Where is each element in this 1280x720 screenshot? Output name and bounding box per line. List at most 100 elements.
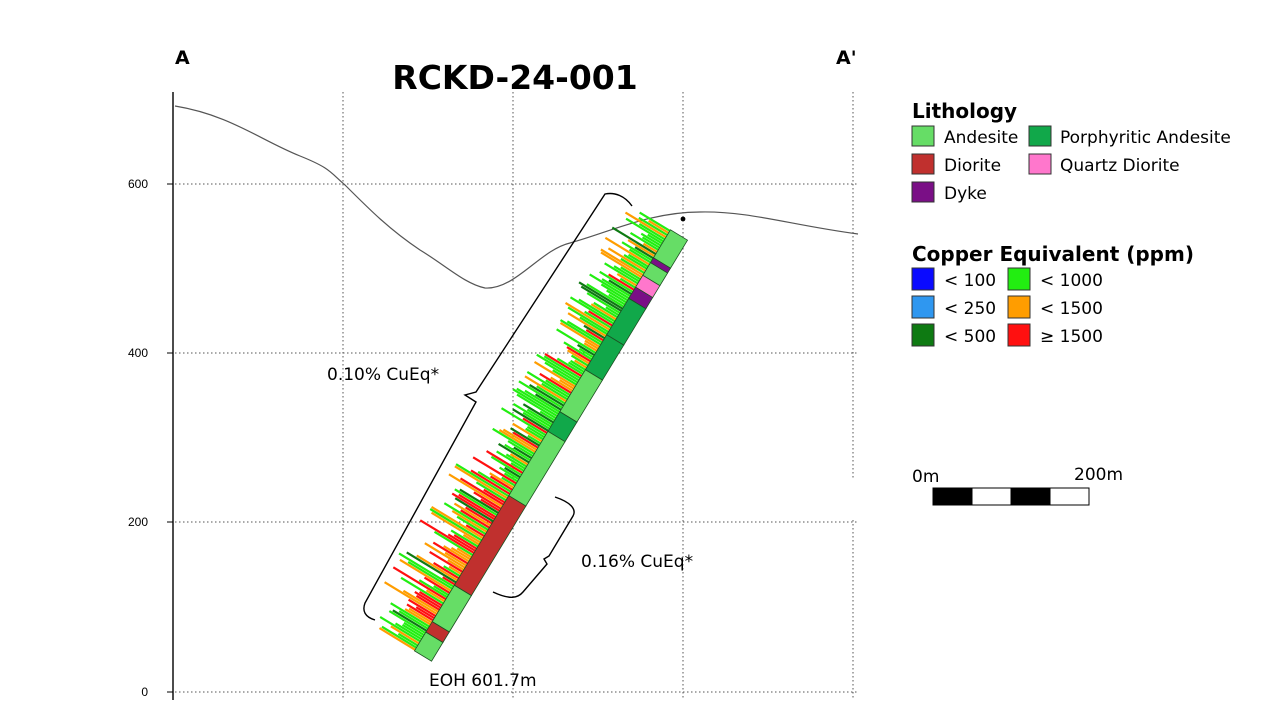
- cueq-bar: [465, 524, 485, 538]
- cueq-bar: [492, 427, 535, 455]
- lithology-legend: Lithology Andesite Porphyritic Andesite …: [911, 99, 1231, 204]
- upper-interval-label: 0.10% CuEq*: [327, 365, 439, 385]
- cueq-bar: [578, 347, 594, 359]
- cueq-bar: [606, 289, 627, 304]
- legend-swatch-cueq-100: [911, 267, 935, 291]
- cueq-bar: [458, 493, 497, 519]
- cueq-bar: [638, 222, 666, 241]
- interval-brace-lower: [492, 496, 575, 598]
- legend-swatch-diorite: [911, 153, 935, 175]
- cueq-bar: [526, 371, 570, 399]
- cueq-bar: [584, 339, 599, 350]
- cueq-bar: [522, 403, 554, 424]
- section-end-label: A': [836, 47, 857, 69]
- cueq-bar: [459, 477, 504, 506]
- legend-label-cueq-gte1500: ≥ 1500: [1040, 327, 1103, 347]
- cueq-bar: [566, 346, 592, 363]
- cueq-bar: [544, 352, 583, 378]
- cueq-bar: [559, 322, 600, 348]
- cueq-bar: [456, 547, 472, 559]
- cueq-bar: [456, 515, 487, 535]
- scale-bar-segment: [1049, 487, 1090, 506]
- cueq-bar: [502, 428, 538, 451]
- cueq-bar: [462, 534, 480, 546]
- cueq-histogram: [378, 211, 671, 651]
- cueq-bar: [524, 375, 567, 403]
- cueq-bar: [504, 466, 521, 479]
- cueq-bar: [378, 627, 416, 651]
- cueq-bar: [486, 450, 524, 474]
- cueq-bar: [608, 293, 626, 306]
- cueq-bar: [450, 546, 471, 561]
- legend-label-cueq-250: < 250: [944, 299, 996, 319]
- cueq-bar: [512, 431, 539, 449]
- cueq-bar: [453, 534, 478, 550]
- cueq-bar: [641, 236, 661, 249]
- cueq-bar: [516, 387, 560, 415]
- cueq-bar: [577, 343, 595, 356]
- cueq-bar: [539, 410, 556, 422]
- cueq-bar: [545, 379, 571, 396]
- cueq-bar: [613, 265, 640, 283]
- legend-label-quartz-diorite: Quartz Diorite: [1060, 156, 1180, 176]
- cueq-bar: [564, 302, 611, 331]
- y-axis-ticks: 600 400 200 0: [128, 177, 173, 699]
- cueq-bar: [544, 361, 579, 384]
- cueq-bar: [443, 502, 489, 531]
- cueq-bar: [574, 359, 588, 369]
- lower-interval-label: 0.16% CuEq*: [581, 552, 693, 572]
- cueq-bar: [415, 606, 435, 620]
- legend-swatch-cueq-gte1500: [1007, 323, 1031, 347]
- cueq-bar: [400, 576, 444, 605]
- cueq-bar: [416, 554, 458, 582]
- cueq-bar: [569, 359, 586, 371]
- cueq-bar: [500, 407, 547, 436]
- cueq-bar: [526, 408, 553, 426]
- cueq-bar: [583, 342, 598, 352]
- interval-brace-upper: [363, 192, 633, 621]
- cueq-bar: [454, 465, 508, 500]
- cueq-bar: [390, 602, 430, 628]
- cueq-bar: [512, 402, 552, 428]
- cueq-bar: [450, 529, 479, 548]
- cueq-bar: [425, 589, 446, 603]
- cueq-bar: [465, 506, 493, 525]
- cueq-bar: [567, 349, 590, 365]
- cueq-bar: [629, 231, 659, 251]
- cueq-bar: [620, 266, 641, 281]
- cueq-bar: [498, 442, 530, 464]
- legend-swatch-porphyritic-andesite: [1028, 125, 1052, 147]
- cueq-bar: [489, 475, 513, 491]
- cueq-bar: [423, 576, 451, 594]
- cueq-bar: [419, 519, 475, 554]
- cueq-bar: [483, 488, 506, 504]
- scale-bar-end-label: 200m: [1074, 465, 1123, 485]
- eoh-label: EOH 601.7m: [429, 671, 537, 691]
- cueq-bar: [608, 279, 632, 295]
- cueq-bar: [550, 376, 574, 392]
- legend-label-dyke: Dyke: [944, 184, 987, 204]
- cueq-bar: [444, 551, 467, 567]
- cueq-bar: [567, 306, 609, 333]
- cueq-bar: [569, 296, 615, 325]
- cueq-bar: [429, 550, 464, 573]
- legend-label-cueq-1000: < 1000: [1040, 271, 1103, 291]
- cueq-bar: [490, 455, 522, 476]
- cueq-bar: [522, 417, 548, 434]
- cueq-bar: [583, 324, 606, 340]
- cueq-bar: [567, 312, 607, 338]
- cueq-bar: [600, 251, 643, 279]
- cueq-bar: [401, 623, 424, 639]
- cueq-bar: [424, 542, 466, 569]
- cueq-bar: [639, 211, 671, 232]
- cueq-bar: [432, 541, 469, 565]
- cueq-bar: [388, 610, 426, 634]
- cueq-bar: [447, 559, 465, 571]
- legend-label-diorite: Diorite: [944, 156, 1001, 176]
- legend-swatch-dyke: [911, 181, 935, 203]
- cueq-bar: [503, 472, 519, 483]
- cueq-bar: [430, 506, 484, 540]
- cueq-bar: [580, 285, 622, 312]
- scale-bar-segment: [932, 487, 973, 506]
- legend-swatch-cueq-250: [911, 295, 935, 319]
